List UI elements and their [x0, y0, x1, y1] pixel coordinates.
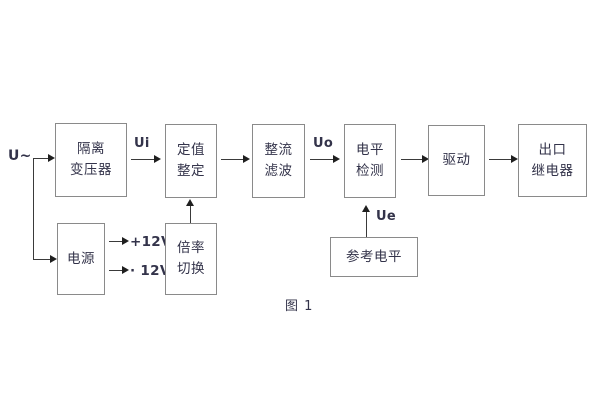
input-branch-trunk [33, 158, 34, 259]
block-power-supply-line-1: 电源 [67, 250, 95, 267]
input-to-transformer-arrowhead [48, 154, 55, 162]
block-output-relay-line-1: 出口 [538, 141, 567, 158]
block-isolation-transformer-line-1: 隔离 [77, 141, 105, 158]
detect-to-drive-line [401, 159, 425, 160]
block-setting-value-line-2: 整定 [177, 163, 205, 179]
drive-to-relay-line [489, 159, 514, 160]
rail-negative-arrowhead [122, 266, 129, 274]
signal-ui-label: Ui [134, 136, 150, 151]
rail-negative-line [109, 270, 125, 271]
block-multiplier-switch[interactable]: 倍率 切换 [165, 223, 217, 295]
block-rectify-filter-line-1: 整流 [264, 142, 293, 159]
block-reference-level[interactable]: 参考电平 [330, 237, 418, 277]
transformer-to-setting-arrowhead [154, 155, 161, 163]
block-isolation-transformer-line-2: 变压器 [70, 162, 112, 178]
block-drive-line-1: 驱动 [442, 152, 471, 169]
rail-positive-line [109, 241, 125, 242]
reference-to-detect-line [366, 211, 367, 237]
input-to-transformer-line [33, 158, 50, 159]
block-rectify-filter[interactable]: 整流 滤波 [252, 124, 305, 198]
multiplier-to-setting-line [190, 205, 191, 223]
block-setting-value-line-1: 定值 [177, 142, 205, 159]
rectify-to-detect-line [310, 159, 335, 160]
detect-to-drive-arrowhead [422, 155, 429, 163]
input-to-power-line [33, 259, 52, 260]
drive-to-relay-arrowhead [511, 155, 518, 163]
block-drive[interactable]: 驱动 [428, 125, 485, 196]
block-multiplier-switch-line-1: 倍率 [177, 240, 205, 257]
block-reference-level-line-1: 参考电平 [346, 248, 402, 265]
signal-ue-label: Ue [376, 209, 396, 224]
transformer-to-setting-line [131, 159, 156, 160]
block-power-supply[interactable]: 电源 [57, 223, 105, 295]
signal-uo-label: Uo [313, 136, 334, 151]
rail-positive-arrowhead [122, 237, 129, 245]
block-level-detect-line-1: 电平 [356, 142, 384, 159]
setting-to-rectify-arrowhead [243, 155, 250, 163]
input-voltage-label: U~ [8, 148, 32, 164]
block-setting-value[interactable]: 定值 整定 [165, 124, 217, 198]
figure-caption: 图 1 [285, 299, 314, 314]
block-output-relay-line-2: 继电器 [531, 162, 574, 179]
block-multiplier-switch-line-2: 切换 [177, 261, 205, 277]
block-isolation-transformer[interactable]: 隔离 变压器 [55, 123, 127, 197]
block-rectify-filter-line-2: 滤波 [264, 163, 293, 179]
input-to-power-arrowhead [50, 255, 57, 263]
rectify-to-detect-arrowhead [333, 155, 340, 163]
block-level-detect-line-2: 检测 [356, 163, 384, 179]
rail-positive-label: +12V [130, 234, 172, 250]
reference-to-detect-arrowhead [362, 205, 370, 212]
rail-negative-label: · 12V [130, 263, 171, 279]
setting-to-rectify-line [221, 159, 246, 160]
multiplier-to-setting-arrowhead [186, 199, 194, 206]
block-output-relay[interactable]: 出口 继电器 [518, 124, 587, 197]
block-level-detect[interactable]: 电平 检测 [344, 124, 396, 198]
